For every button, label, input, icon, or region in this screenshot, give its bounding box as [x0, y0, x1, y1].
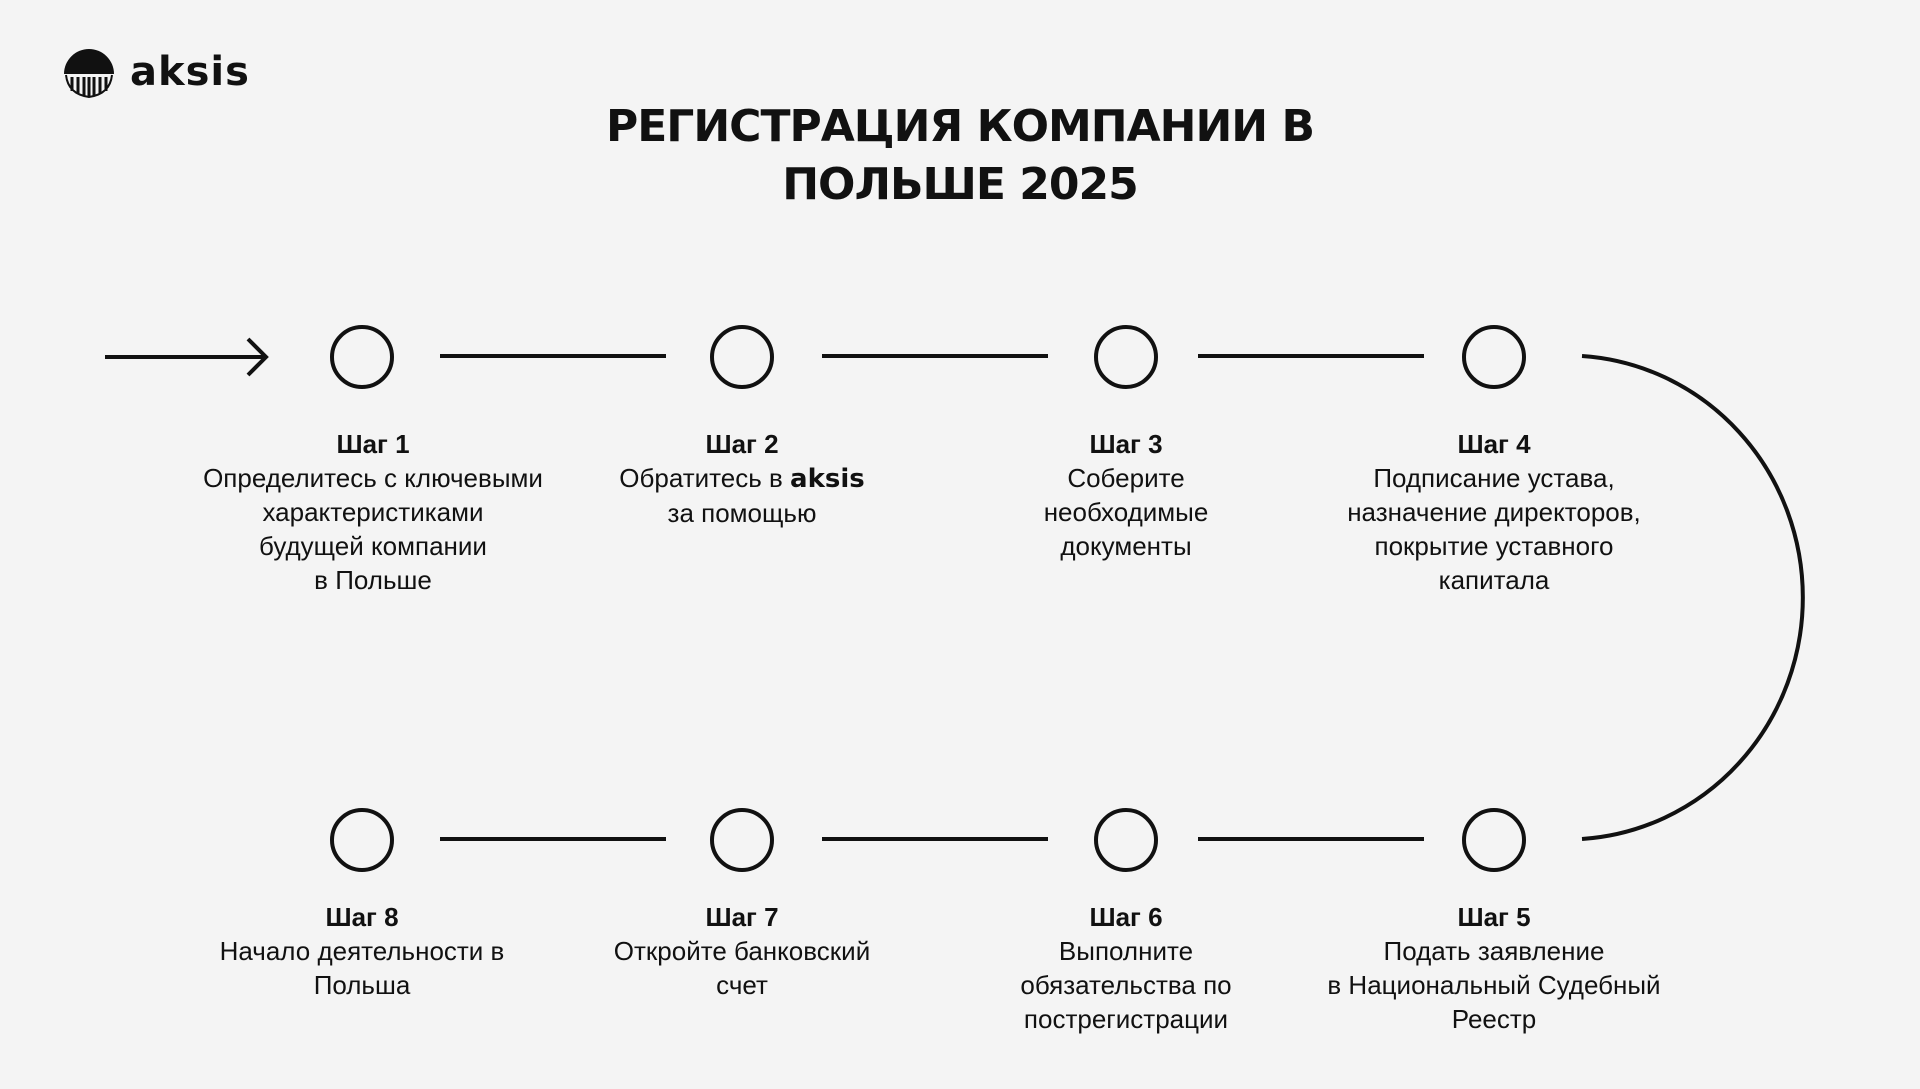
step-2-brand-name: aksis	[790, 464, 865, 494]
step-8-title: Шаг 8	[325, 902, 399, 932]
step-6-title: Шаг 6	[1089, 902, 1163, 932]
step-3-description: Соберите необходимые документы	[1043, 463, 1209, 561]
connector-4-5-curve	[1581, 354, 1805, 841]
step-3-marker	[1094, 325, 1158, 389]
step-3-title: Шаг 3	[1089, 429, 1163, 459]
page-title-line-1: РЕГИСТРАЦИЯ КОМПАНИИ В	[606, 101, 1315, 152]
step-2-description-suffix: за помощью	[667, 498, 817, 528]
step-6-description: Выполните обязательства по пострегистрац…	[1020, 936, 1232, 1034]
page-title: РЕГИСТРАЦИЯ КОМПАНИИ В ПОЛЬШЕ 2025	[460, 98, 1460, 214]
brand-name: aksis	[130, 49, 250, 95]
step-7-title: Шаг 7	[705, 902, 779, 932]
step-8-description: Начало деятельности в Польша	[219, 936, 505, 1000]
step-7: Шаг 7 Откройте банковский счет	[532, 900, 952, 1002]
step-5: Шаг 5 Подать заявление в Национальный Су…	[1284, 900, 1704, 1036]
step-7-description: Откройте банковский счет	[613, 936, 871, 1000]
brand-logo: aksis	[62, 44, 250, 100]
step-5-marker	[1462, 808, 1526, 872]
step-2-description-prefix: Обратитесь в	[619, 463, 791, 493]
step-2-marker	[710, 325, 774, 389]
aksis-logo-icon	[64, 49, 114, 99]
step-2-description: Обратитесь в aksis за помощью	[532, 461, 952, 530]
step-4-title: Шаг 4	[1457, 429, 1531, 459]
step-4-description: Подписание устава, назначение директоров…	[1347, 463, 1641, 595]
step-4: Шаг 4 Подписание устава, назначение дире…	[1284, 427, 1704, 597]
step-2-title: Шаг 2	[705, 429, 779, 459]
step-3: Шаг 3 Соберите необходимые документы	[916, 427, 1336, 563]
step-5-title: Шаг 5	[1457, 902, 1531, 932]
step-1-description: Определитесь с ключевыми характеристикам…	[203, 463, 543, 595]
step-1: Шаг 1 Определитесь с ключевыми характери…	[163, 427, 583, 597]
step-4-marker	[1462, 325, 1526, 389]
start-arrow-icon	[105, 337, 269, 377]
step-5-description: Подать заявление в Национальный Судебный…	[1327, 936, 1661, 1034]
step-6-marker	[1094, 808, 1158, 872]
step-8-marker	[330, 808, 394, 872]
step-1-title: Шаг 1	[336, 429, 410, 459]
step-2: Шаг 2 Обратитесь в aksis за помощью	[532, 427, 952, 530]
step-6: Шаг 6 Выполните обязательства по пострег…	[916, 900, 1336, 1036]
step-1-marker	[330, 325, 394, 389]
step-8: Шаг 8 Начало деятельности в Польша	[152, 900, 572, 1002]
step-7-marker	[710, 808, 774, 872]
page-title-line-2: ПОЛЬШЕ 2025	[782, 159, 1139, 210]
